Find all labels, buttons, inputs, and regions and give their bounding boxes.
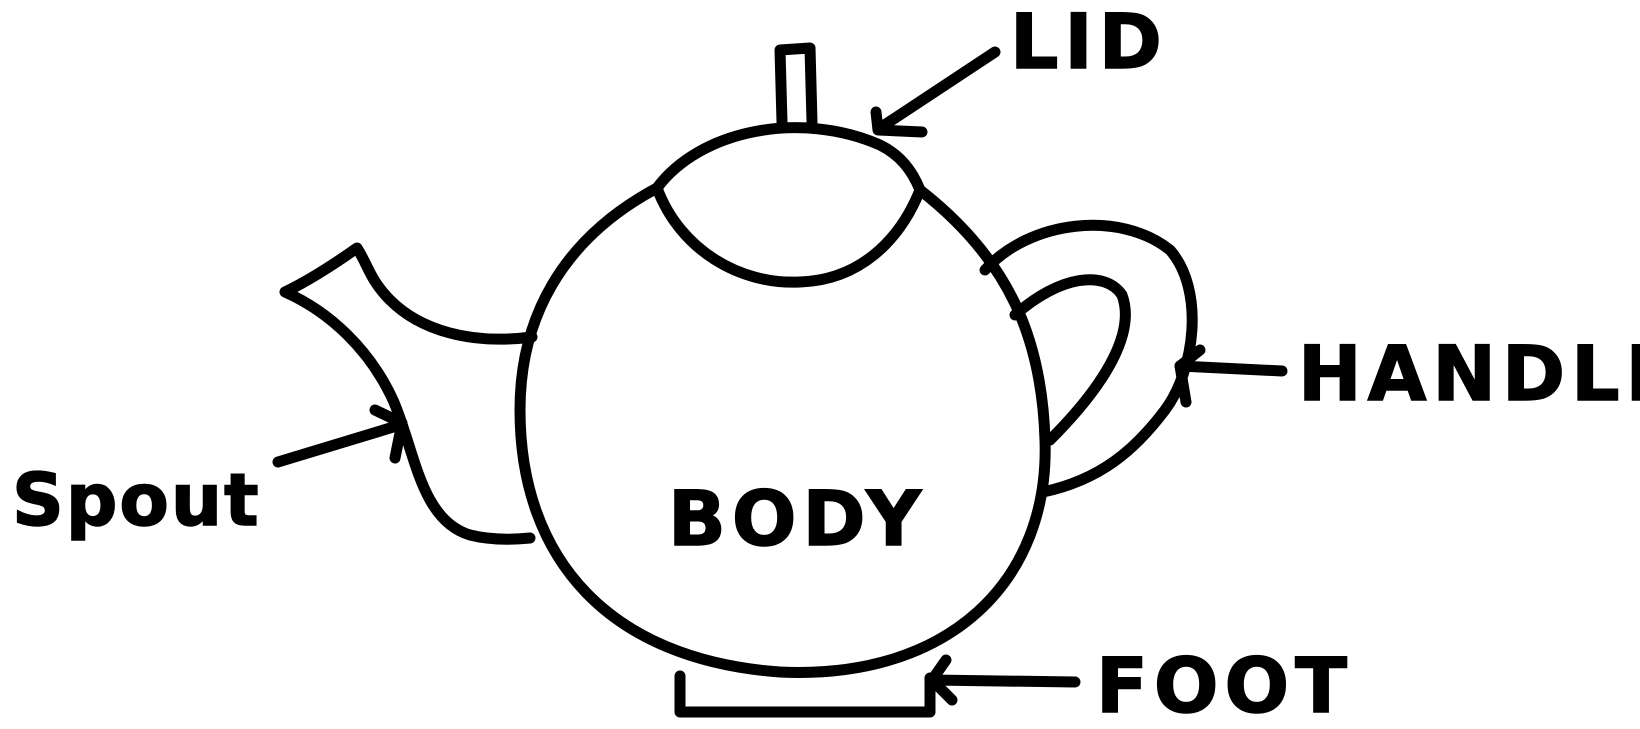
lid-dome: [657, 128, 920, 190]
labels: LID HANDLE Spout BODY FOOT: [12, 0, 1640, 729]
teapot-drawing: [285, 48, 1192, 712]
label-foot: FOOT: [1096, 641, 1353, 729]
lid-knob: [780, 48, 812, 122]
pot-body-outline: [520, 188, 1045, 672]
label-handle: HANDLE: [1298, 329, 1640, 418]
spout-arrow: [278, 425, 400, 462]
lid-arrow: [880, 52, 995, 128]
foot-arrow: [932, 680, 1075, 682]
spout-shape: [285, 248, 532, 539]
handle-arrowhead: [1180, 350, 1200, 402]
lid-opening: [657, 188, 920, 282]
label-spout: Spout: [12, 458, 261, 542]
handle-outer: [985, 225, 1192, 492]
pot-foot: [680, 676, 930, 712]
handle-arrow: [1180, 366, 1282, 371]
arrows: [278, 52, 1282, 700]
label-body: BODY: [668, 474, 927, 563]
label-lid: LID: [1010, 0, 1168, 86]
